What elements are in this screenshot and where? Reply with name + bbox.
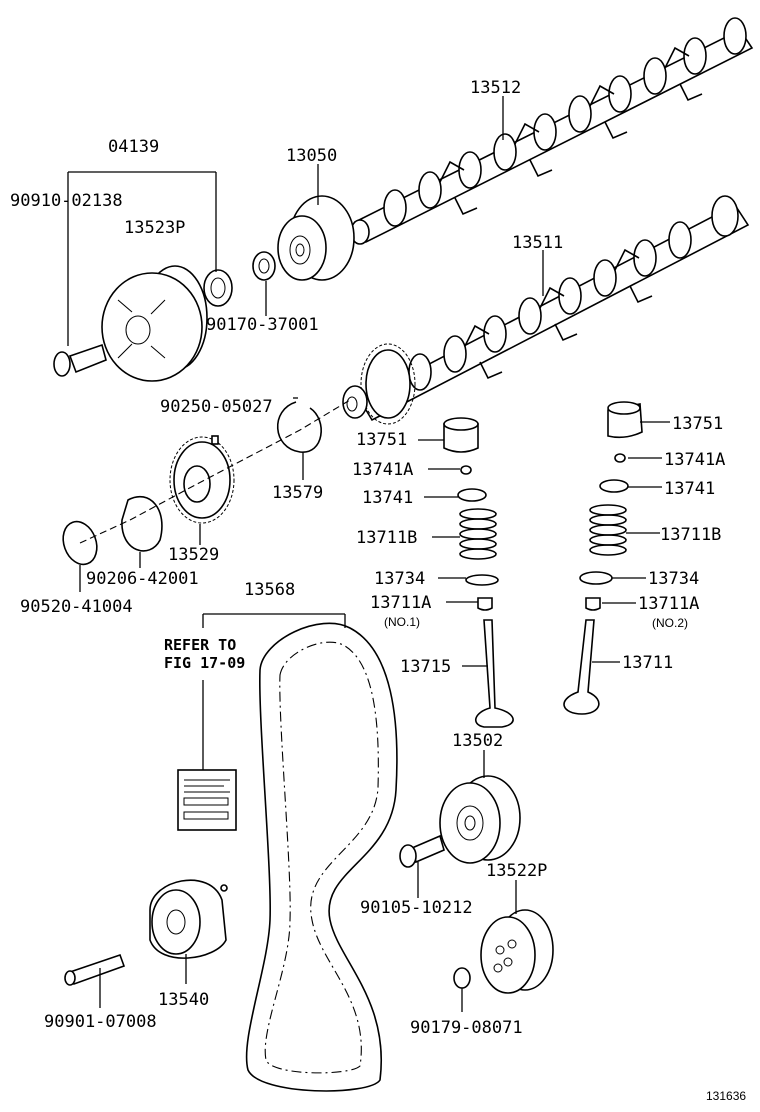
label-13512: 13512 <box>470 78 521 98</box>
label-13522P: 13522P <box>486 861 547 881</box>
label-13540: 13540 <box>158 990 209 1010</box>
refer-note-line1: REFER TO <box>164 636 236 654</box>
label-13741-right: 13741 <box>664 479 715 499</box>
label-13050: 13050 <box>286 146 337 166</box>
pulley-13522P <box>480 909 554 994</box>
stud-90901-07008 <box>64 953 126 986</box>
label-90105-10212: 90105-10212 <box>360 898 473 918</box>
pulley-13523P <box>101 265 208 382</box>
valve-train-left <box>443 417 514 728</box>
label-90901-07008: 90901-07008 <box>44 1012 157 1032</box>
ring-90206-42001 <box>121 495 163 552</box>
label-13734-left: 13734 <box>374 569 425 589</box>
label-13741-left: 13741 <box>362 488 413 508</box>
label-90206-42001: 90206-42001 <box>86 569 199 589</box>
gear-13529 <box>169 436 235 524</box>
label-13741A-right: 13741A <box>664 450 725 470</box>
bolt-90105-10212 <box>399 834 445 868</box>
label-04139: 04139 <box>108 137 159 157</box>
label-90250-05027: 90250-05027 <box>160 397 273 417</box>
label-90520-41004: 90520-41004 <box>20 597 133 617</box>
label-no2: (NO.2) <box>652 616 688 630</box>
camshaft-13511 <box>342 195 750 425</box>
figure-id: 131636 <box>706 1089 746 1103</box>
label-13711A-right: 13711A <box>638 594 699 614</box>
label-13734-right: 13734 <box>648 569 699 589</box>
snap-ring-13579 <box>276 401 322 453</box>
oil-seal-part <box>203 269 233 307</box>
label-13511: 13511 <box>512 233 563 253</box>
axis-line-left <box>79 399 351 544</box>
pin-90250-05027 <box>211 435 219 445</box>
idler-pulley-13502 <box>439 775 521 864</box>
label-13751-right: 13751 <box>672 414 723 434</box>
seal-90170-37001 <box>252 251 276 281</box>
label-13523P: 13523P <box>124 218 185 238</box>
bolt-90910-02138 <box>53 343 107 377</box>
label-13711B-right: 13711B <box>660 525 721 545</box>
label-13711B-left: 13711B <box>356 528 417 548</box>
fig-reference-thumbnail <box>177 769 237 831</box>
camshaft-13512 <box>350 17 754 245</box>
label-13529: 13529 <box>168 545 219 565</box>
timing-belt-13568 <box>245 622 398 1092</box>
part-labels: 04139 90910-02138 13523P 13050 13512 135… <box>10 78 746 1103</box>
label-13568: 13568 <box>244 580 295 600</box>
nut-90179-08071 <box>453 967 471 989</box>
ring-90520-41004 <box>62 520 98 566</box>
label-90170-37001: 90170-37001 <box>206 315 319 335</box>
label-13711: 13711 <box>622 653 673 673</box>
label-90179-08071: 90179-08071 <box>410 1018 523 1038</box>
label-13502: 13502 <box>452 731 503 751</box>
refer-note-line2: FIG 17-09 <box>164 654 245 672</box>
label-13579: 13579 <box>272 483 323 503</box>
label-13711A-left: 13711A <box>370 593 431 613</box>
label-90910-02138: 90910-02138 <box>10 191 123 211</box>
label-13715: 13715 <box>400 657 451 677</box>
label-13751-left: 13751 <box>356 430 407 450</box>
label-no1: (NO.1) <box>384 615 420 629</box>
vvt-unit-13050 <box>277 195 355 281</box>
tensioner-13540 <box>149 879 228 959</box>
leader-lines <box>67 96 670 1012</box>
label-13741A-left: 13741A <box>352 460 413 480</box>
